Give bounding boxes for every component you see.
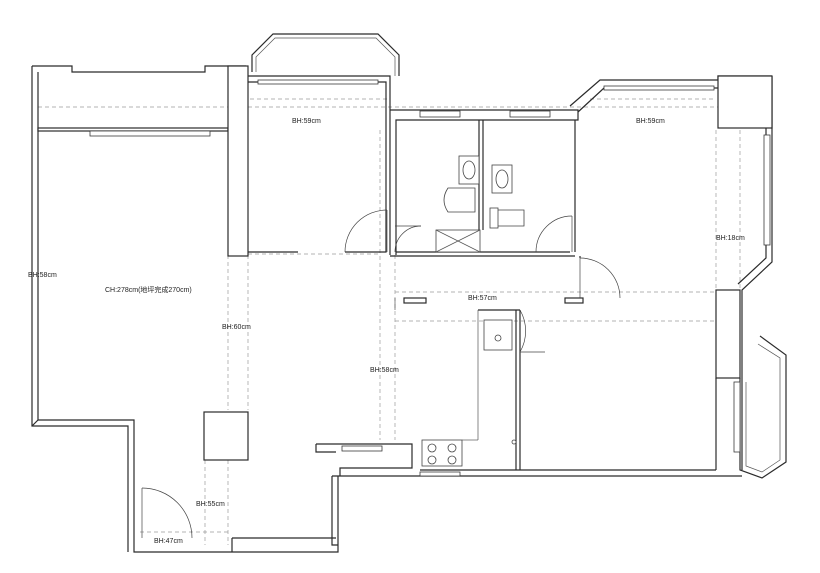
annotations: CH:278cm(地坪完成270cm) BH:58cm BH:59cm BH:5… xyxy=(28,118,745,545)
ceiling-height-label: CH:278cm(地坪完成270cm) xyxy=(105,285,192,294)
fixtures xyxy=(421,155,525,467)
beam-height-entry-b-label: BH:47cm xyxy=(154,538,183,545)
beam-height-room2-label: BH:59cm xyxy=(636,118,665,125)
beam-lines xyxy=(38,98,741,545)
beam-height-corridor-b-label: BH:58cm xyxy=(370,367,399,374)
beam-height-left-label: BH:58cm xyxy=(28,272,57,279)
beam-height-corridor-a-label: BH:60cm xyxy=(222,324,251,331)
beam-height-right-label: BH:18cm xyxy=(716,235,745,242)
doors xyxy=(141,209,621,539)
beam-height-entry-a-label: BH:55cm xyxy=(196,501,225,508)
beam-height-kitchen-label: BH:57cm xyxy=(468,295,497,302)
windows xyxy=(89,79,771,477)
beam-height-room1-label: BH:59cm xyxy=(292,118,321,125)
toilet-1 xyxy=(443,187,476,213)
stove xyxy=(421,439,463,467)
